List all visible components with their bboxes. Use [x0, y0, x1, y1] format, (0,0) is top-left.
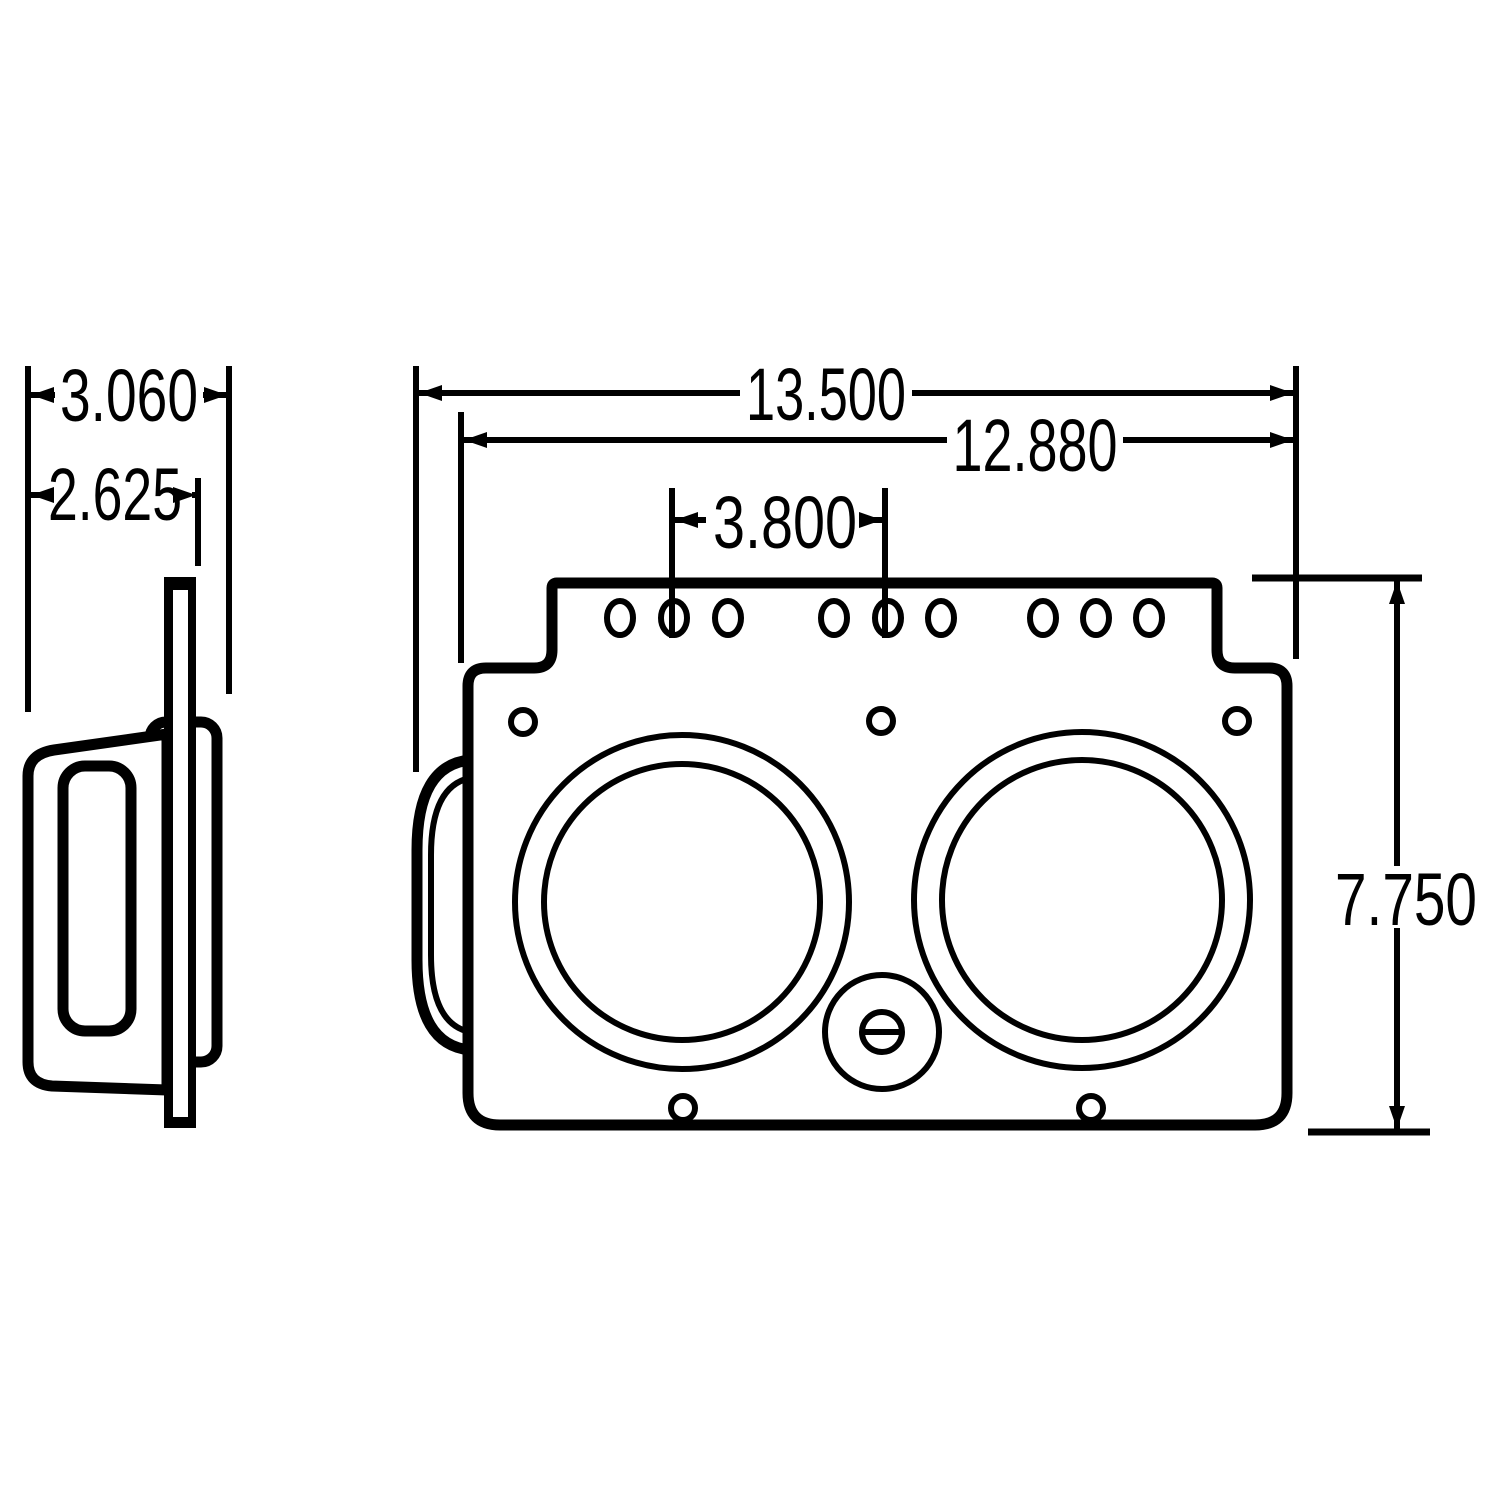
- arrowhead-left: [675, 512, 698, 528]
- side-dimensions: 3.060 2.625: [25, 354, 232, 712]
- front-bump-inner-line: [428, 775, 471, 1035]
- vent-hole: [925, 598, 957, 638]
- mounting-holes: [508, 706, 1252, 1123]
- label-background: [740, 366, 912, 424]
- dim-height: 7.750: [1329, 581, 1483, 1129]
- left-lamp-inner-ring: [541, 761, 823, 1043]
- vent-hole: [604, 598, 636, 638]
- label-background: [706, 494, 864, 552]
- left-lamp-opening: [512, 732, 852, 1072]
- label-background: [55, 366, 203, 424]
- dim-hole-spacing: 3.800: [675, 481, 882, 564]
- mounting-hole: [1076, 1093, 1106, 1123]
- right-lamp-inner-ring: [939, 757, 1225, 1043]
- dim-inner-width-label: 12.880: [953, 404, 1118, 487]
- dim-side-body-depth-label: 2.625: [48, 453, 182, 536]
- arrowhead-right: [204, 387, 227, 403]
- front-plate-outline: [462, 577, 1293, 1131]
- vent-hole: [1080, 598, 1112, 638]
- mounting-hole: [668, 1093, 698, 1123]
- arrowhead-left: [464, 432, 487, 448]
- arrowhead-right: [1270, 432, 1293, 448]
- arrowhead-left: [31, 387, 54, 403]
- side-plate-edge-inner: [173, 590, 188, 1117]
- arrowhead-right: [1270, 385, 1293, 401]
- dim-side-overall-depth: 3.060: [31, 354, 227, 437]
- label-background: [947, 414, 1123, 474]
- screw-boss: [822, 972, 942, 1092]
- arrowhead-right: [173, 487, 196, 503]
- dim-overall-width-label: 13.500: [746, 353, 906, 436]
- arrowhead-right: [859, 512, 882, 528]
- vent-hole: [818, 598, 850, 638]
- mounting-hole: [866, 706, 896, 736]
- dim-side-overall-depth-label: 3.060: [60, 354, 198, 437]
- label-background: [42, 466, 192, 524]
- front-view: [411, 577, 1293, 1131]
- arrowhead-left: [31, 487, 54, 503]
- front-dimensions: 13.500 12.880 3.800 7.750: [413, 353, 1483, 1136]
- dim-inner-width: 12.880: [464, 404, 1293, 487]
- mounting-hole: [1222, 706, 1252, 736]
- front-bump-tab: [411, 754, 476, 1056]
- arrowhead-left: [419, 385, 442, 401]
- dim-side-body-depth: 2.625: [31, 453, 196, 536]
- screw-boss-circle: [822, 972, 942, 1092]
- screw-head-circle: [859, 1009, 905, 1055]
- arrowhead-down: [1389, 1106, 1405, 1129]
- left-lamp-outer-ring: [512, 732, 852, 1072]
- vent-hole: [712, 598, 744, 638]
- dim-overall-width: 13.500: [419, 353, 1293, 436]
- side-lens: [57, 760, 137, 1037]
- right-lamp-outer-ring: [911, 729, 1253, 1071]
- dim-hole-spacing-label: 3.800: [713, 481, 857, 564]
- right-lamp-opening: [911, 729, 1253, 1071]
- mounting-hole: [508, 707, 538, 737]
- vent-hole: [1027, 598, 1059, 638]
- arrowhead-up: [1389, 581, 1405, 604]
- vent-hole: [1133, 598, 1165, 638]
- dim-height-label: 7.750: [1335, 858, 1477, 941]
- side-view: [22, 577, 223, 1128]
- label-background: [1329, 866, 1483, 928]
